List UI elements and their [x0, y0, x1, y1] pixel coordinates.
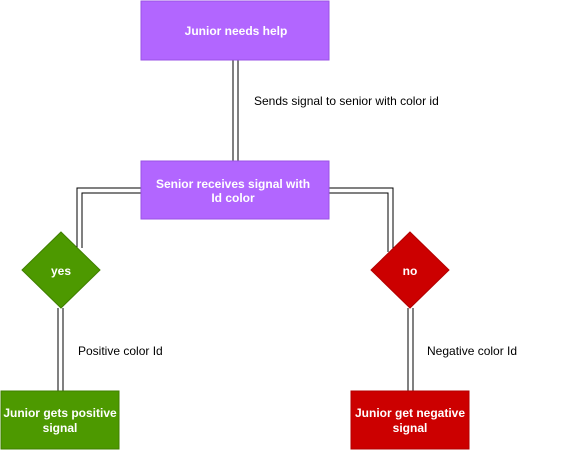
- decision-yes[interactable]: yes: [21, 231, 101, 309]
- connector-yes-to-positive: [57, 308, 64, 391]
- node-junior-positive-label-line1: Junior gets positive: [3, 406, 117, 420]
- node-junior-get-negative-signal[interactable]: Junior get negative signal: [350, 390, 470, 450]
- connector-senior-to-no: [329, 187, 394, 252]
- decision-no[interactable]: no: [370, 231, 450, 309]
- node-junior-positive-label-line2: signal: [43, 421, 78, 435]
- node-senior-receives-label-line1: Senior receives signal with: [156, 177, 310, 191]
- edge-label-positive-color: Positive color Id: [78, 344, 163, 358]
- node-senior-receives-signal[interactable]: Senior receives signal with Id color: [140, 160, 330, 220]
- node-junior-gets-positive-signal[interactable]: Junior gets positive signal: [0, 390, 120, 450]
- node-junior-needs-help-label: Junior needs help: [185, 24, 288, 38]
- node-junior-negative-label-line2: signal: [393, 421, 428, 435]
- connector-senior-to-yes: [76, 187, 141, 248]
- edge-label-sends-signal: Sends signal to senior with color id: [254, 94, 439, 108]
- edge-label-negative-color: Negative color Id: [427, 344, 517, 358]
- node-junior-needs-help[interactable]: Junior needs help: [140, 0, 330, 61]
- decision-yes-label: yes: [51, 264, 71, 278]
- connector-help-to-senior: [232, 60, 239, 161]
- decision-no-label: no: [403, 264, 418, 278]
- connector-no-to-negative: [407, 308, 414, 391]
- node-senior-receives-label-line2: Id color: [211, 191, 255, 205]
- node-junior-negative-label-line1: Junior get negative: [355, 406, 465, 420]
